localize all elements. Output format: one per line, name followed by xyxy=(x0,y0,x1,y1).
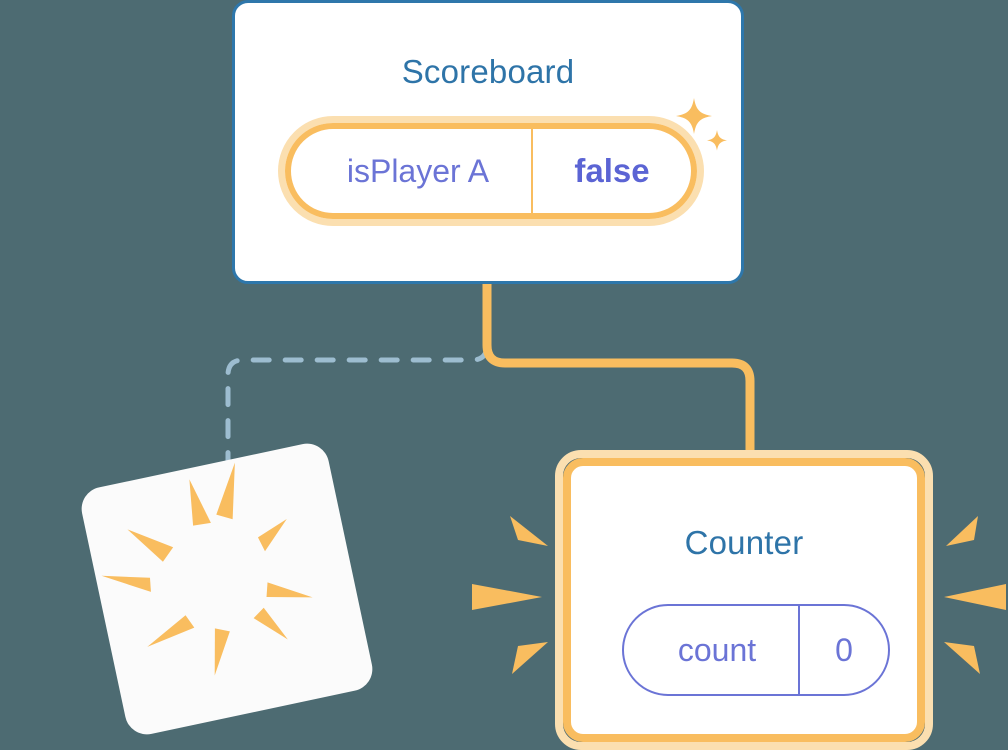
scoreboard-pill-highlight-glow xyxy=(278,116,704,226)
scoreboard-pill-key: isPlayer A xyxy=(346,152,490,189)
sparkle-large-icon xyxy=(676,98,712,134)
counter-pill-divider xyxy=(798,604,800,696)
burst-ray xyxy=(257,519,287,552)
dashed-connector-scoreboard-to-blank-card xyxy=(225,281,490,471)
burst-ray xyxy=(127,529,174,562)
sparkle-group xyxy=(676,98,727,151)
counter-pill-key: count xyxy=(677,631,757,668)
counter-pill-value: 0 xyxy=(835,631,853,668)
burst-ray xyxy=(944,642,980,674)
blank-card-burst-icon xyxy=(101,462,313,676)
burst-ray xyxy=(946,516,978,546)
scoreboard-state-pill[interactable]: isPlayer A false xyxy=(278,116,704,226)
burst-ray xyxy=(253,607,288,640)
counter-burst-left xyxy=(472,516,548,674)
scoreboard-pill-body[interactable]: isPlayer A false xyxy=(285,123,697,219)
burst-ray xyxy=(147,615,195,647)
burst-ray xyxy=(214,628,230,676)
burst-ray xyxy=(101,575,151,592)
scoreboard-pill-value: false xyxy=(574,152,650,189)
blank-card[interactable] xyxy=(77,439,377,739)
counter-title: Counter xyxy=(684,524,804,561)
counter-card-body[interactable]: Counter count 0 xyxy=(563,458,925,742)
counter-card[interactable]: Counter count 0 xyxy=(555,450,933,750)
counter-state-pill[interactable]: count 0 xyxy=(622,604,890,696)
solid-connector-scoreboard-to-counter xyxy=(482,284,755,462)
burst-ray xyxy=(472,584,542,610)
burst-ray xyxy=(216,462,235,520)
sparkle-small-icon xyxy=(707,130,727,151)
burst-ray xyxy=(189,479,211,526)
counter-burst-right xyxy=(944,516,1006,674)
burst-ray xyxy=(944,584,1006,610)
burst-ray xyxy=(512,642,548,674)
scoreboard-card[interactable]: Scoreboard isPlayer A false xyxy=(232,0,744,284)
scoreboard-title: Scoreboard xyxy=(401,53,575,90)
scoreboard-pill-divider xyxy=(531,123,533,219)
burst-ray xyxy=(510,516,548,546)
burst-ray xyxy=(266,582,313,598)
